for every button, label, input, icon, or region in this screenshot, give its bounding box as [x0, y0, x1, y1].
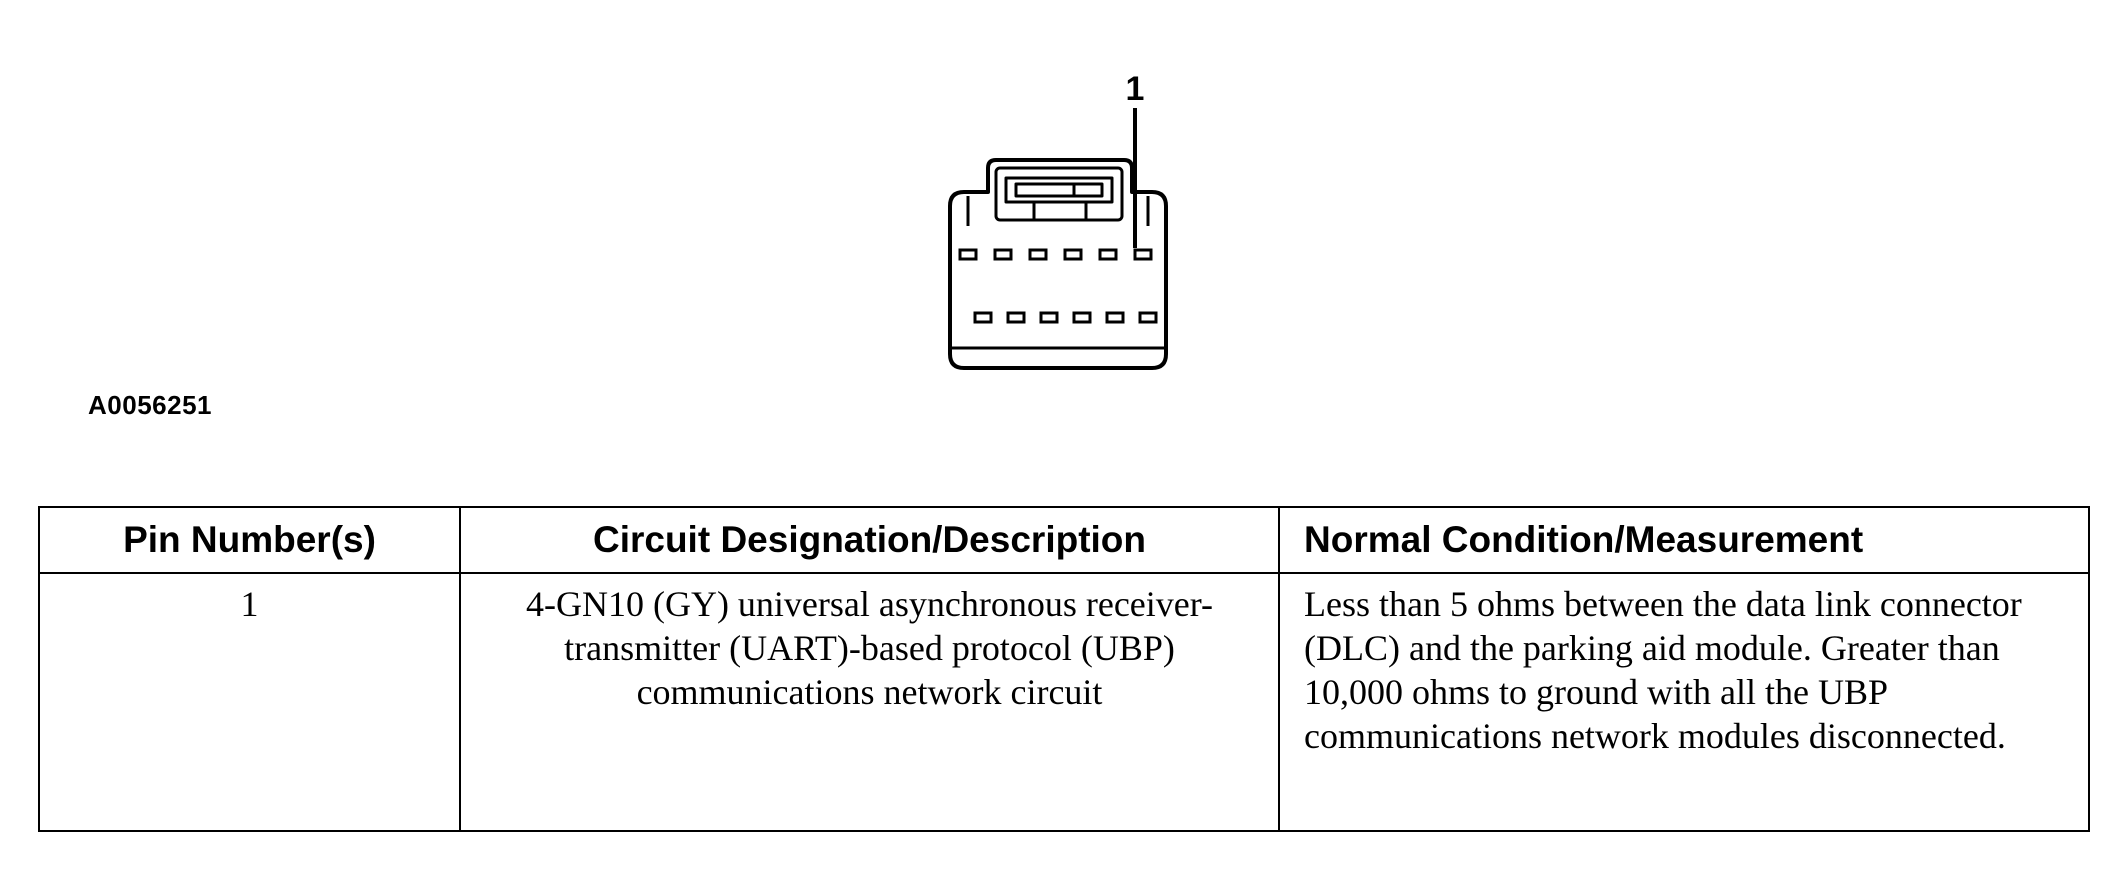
upper-pin-terminal-4 [1063, 248, 1083, 261]
upper-pin-terminal-3 [1028, 248, 1048, 261]
lower-pin-terminal-1 [973, 311, 993, 324]
cell-measurement: Less than 5 ohms between the data link c… [1278, 572, 2090, 832]
lower-pin-terminal-5 [1105, 311, 1125, 324]
upper-pin-terminal-6 [1133, 248, 1153, 261]
lower-pin-row [973, 311, 1158, 324]
connector-body [948, 158, 1168, 370]
header-normal-condition: Normal Condition/Measurement [1278, 506, 2090, 574]
lower-pin-terminal-6 [1138, 311, 1158, 324]
figure-id: A0056251 [88, 390, 212, 420]
cell-pin-number: 1 [38, 572, 461, 832]
cell-circuit-description: 4-GN10 (GY) universal asynchronous recei… [459, 572, 1280, 832]
table-row: 1 4-GN10 (GY) universal asynchronous rec… [38, 572, 2090, 832]
header-circuit-designation: Circuit Designation/Description [459, 506, 1280, 574]
lower-pin-terminal-3 [1039, 311, 1059, 324]
upper-pin-terminal-5 [1098, 248, 1118, 261]
pin-callout-label: 1 [1126, 70, 1145, 108]
lower-pin-terminal-4 [1072, 311, 1092, 324]
locking-tab-slot [1014, 182, 1104, 198]
upper-pin-terminal-2 [993, 248, 1013, 261]
lower-pin-terminal-2 [1006, 311, 1026, 324]
locking-tab-inner [1004, 176, 1114, 204]
locking-tab-stem [1032, 200, 1088, 222]
connector-diagram: 1 [948, 70, 1168, 370]
table-header-row: Pin Number(s) Circuit Designation/Descri… [38, 506, 2090, 574]
upper-pin-terminal-1 [958, 248, 978, 261]
header-pin-number: Pin Number(s) [38, 506, 461, 574]
pin-table: Pin Number(s) Circuit Designation/Descri… [38, 506, 2090, 832]
upper-pin-row [958, 248, 1153, 261]
